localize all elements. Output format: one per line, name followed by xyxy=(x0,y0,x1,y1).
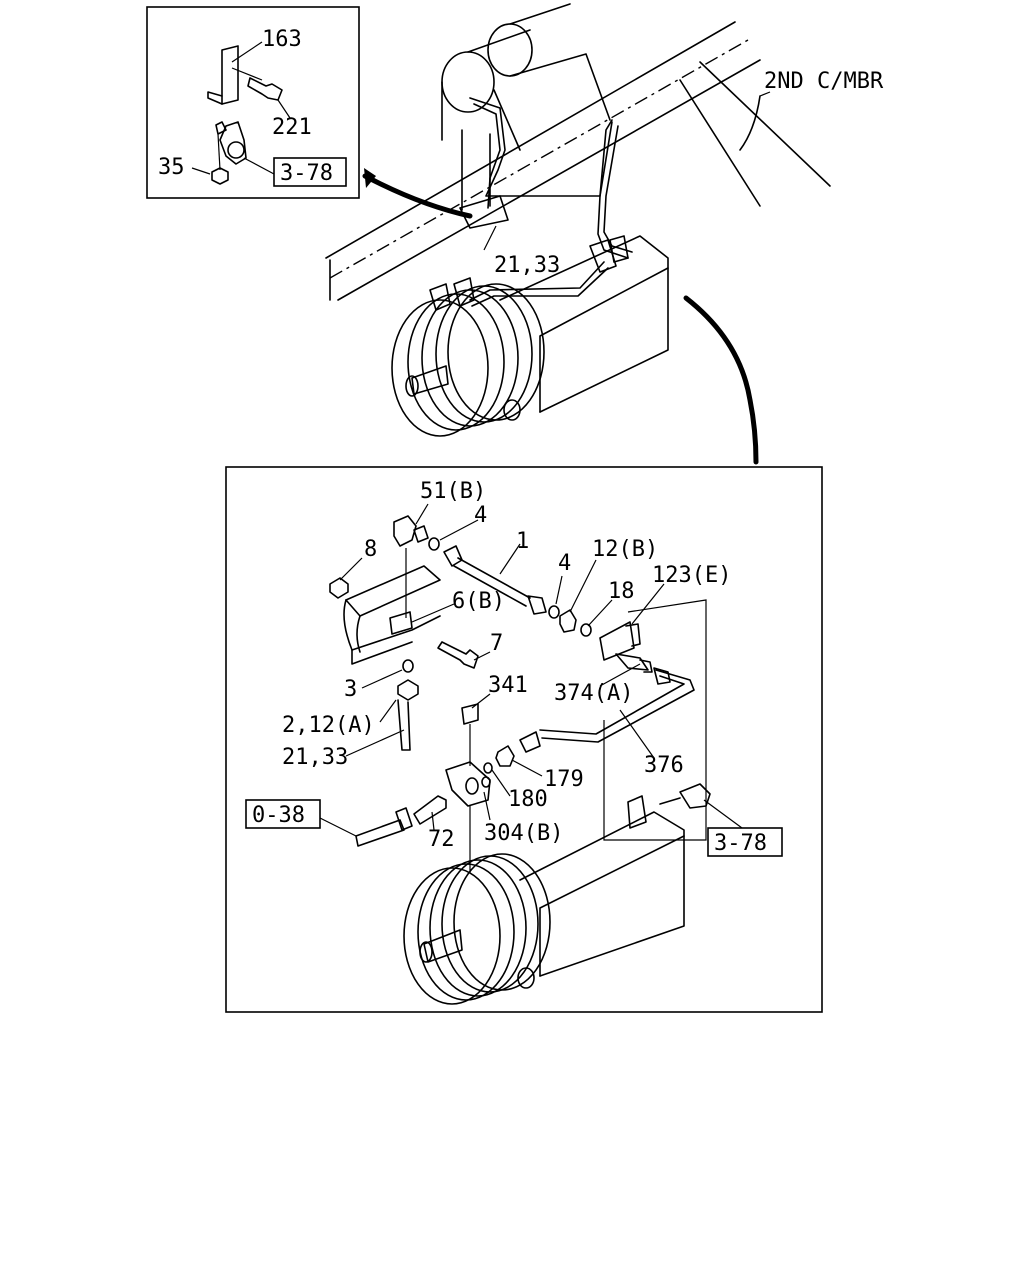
callout-18: 18 xyxy=(608,579,635,604)
callout-179: 179 xyxy=(544,767,584,792)
inset-detail-box xyxy=(146,6,360,199)
callout-123e: 123(E) xyxy=(652,563,731,588)
callout-304b: 304(B) xyxy=(484,821,563,846)
callout-341: 341 xyxy=(488,673,528,698)
callout-2-12a: 2,12(A) xyxy=(282,713,375,738)
callout-374a: 374(A) xyxy=(554,681,633,706)
overview-illustration xyxy=(325,3,831,437)
callout-7: 7 xyxy=(490,631,503,656)
inset-pointer-arrow xyxy=(362,173,473,219)
callout-35: 35 xyxy=(158,155,185,180)
ref-box-3-78-top[interactable] xyxy=(273,157,347,187)
callout-3: 3 xyxy=(344,677,357,702)
callout-4b: 4 xyxy=(558,551,571,576)
detail-box xyxy=(225,466,823,1013)
callout-72: 72 xyxy=(428,827,455,852)
callout-180: 180 xyxy=(508,787,548,812)
reference-0-38[interactable]: 0-38 xyxy=(252,803,305,828)
reference-3-78-bottom[interactable]: 3-78 xyxy=(714,831,767,856)
callout-12b: 12(B) xyxy=(592,537,658,562)
ref-box-0-38[interactable] xyxy=(245,799,321,829)
ref-box-3-78-bottom[interactable] xyxy=(707,827,783,857)
callout-6b: 6(B) xyxy=(452,589,505,614)
callout-221: 221 xyxy=(272,115,312,140)
callout-163: 163 xyxy=(262,27,302,52)
callout-21-33-top: 21,33 xyxy=(494,253,560,278)
callout-4a: 4 xyxy=(474,503,487,528)
detail-pointer-arrow xyxy=(683,295,759,465)
callout-376: 376 xyxy=(644,753,684,778)
reference-3-78-top[interactable]: 3-78 xyxy=(280,161,333,186)
callout-51b: 51(B) xyxy=(420,479,486,504)
callout-1: 1 xyxy=(516,529,529,554)
callout-8: 8 xyxy=(364,537,377,562)
callout-21-33-bottom: 21,33 xyxy=(282,745,348,770)
callout-2nd-cross-member: 2ND C/MBR xyxy=(764,69,884,94)
